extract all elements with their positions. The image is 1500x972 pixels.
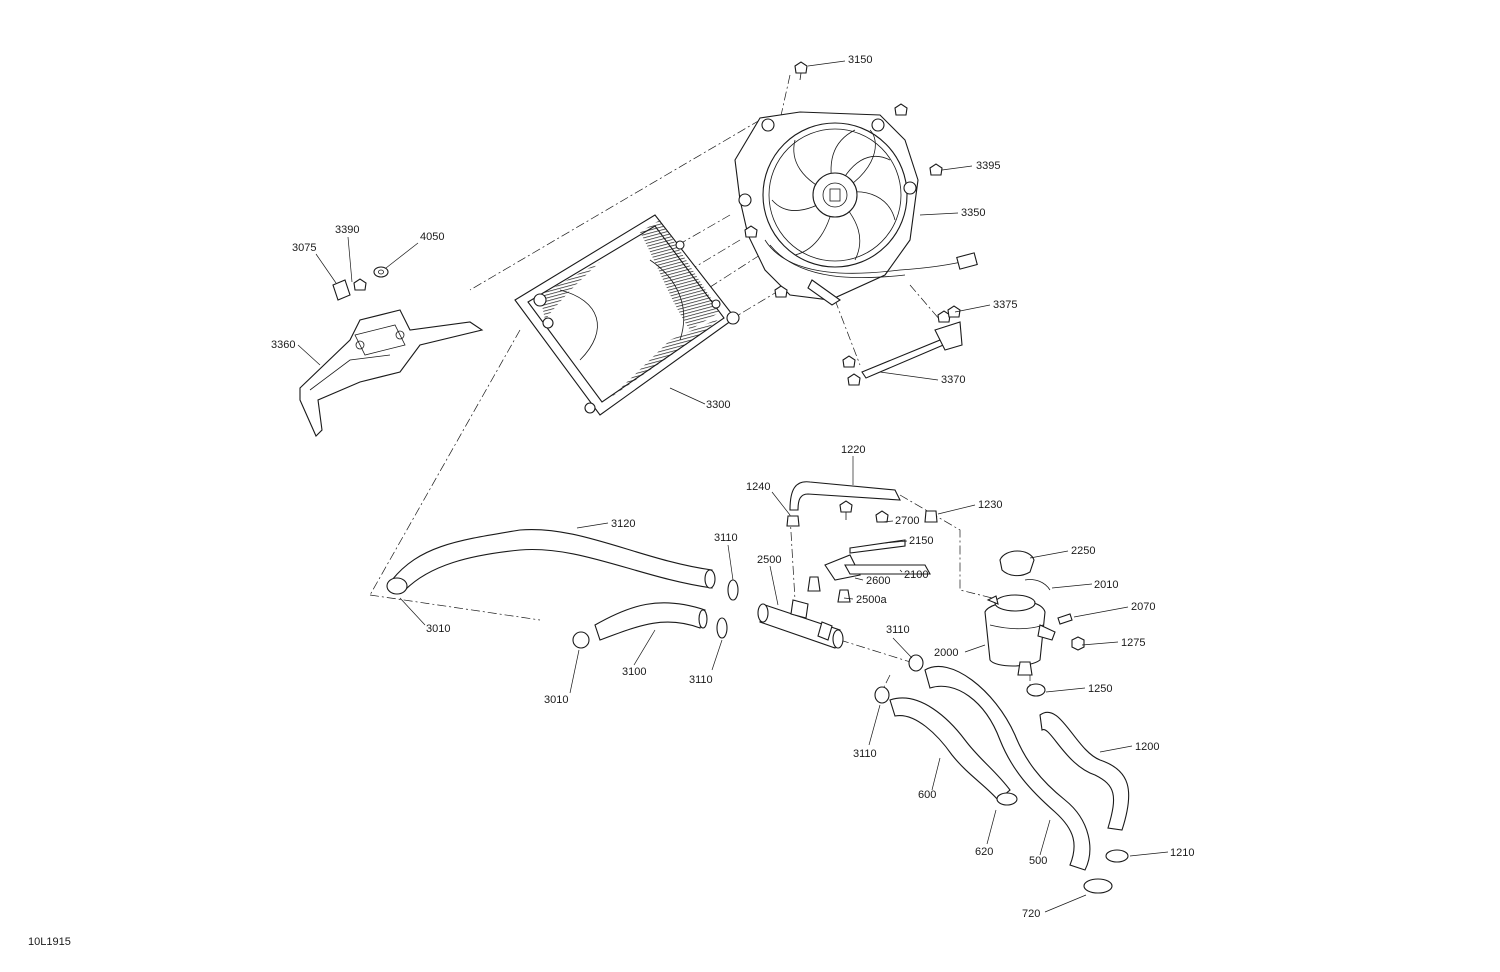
screw-3150: [794, 61, 808, 81]
callout-1220: 1220: [841, 444, 865, 456]
tee-fitting-2500: [757, 599, 844, 649]
hose-1200: [1039, 711, 1130, 831]
callout-3110-top: 3110: [714, 532, 738, 544]
clamp-720: [1083, 878, 1113, 894]
callout-3370: 3370: [941, 374, 965, 386]
hose-500: [924, 665, 1091, 871]
callout-3010-left: 3010: [426, 623, 450, 635]
gasket-2010: [1024, 579, 1051, 591]
screw-3390: [353, 278, 367, 291]
hose-2100: [844, 564, 931, 575]
callout-500: 500: [1029, 855, 1047, 867]
callout-4050: 4050: [420, 231, 444, 243]
callout-2070: 2070: [1131, 601, 1155, 613]
callout-3100: 3100: [622, 666, 646, 678]
callout-2150: 2150: [909, 535, 933, 547]
leader-lines: [297, 60, 1169, 913]
callout-3395: 3395: [976, 160, 1000, 172]
callout-3110-right: 3110: [886, 624, 910, 636]
callout-2700: 2700: [895, 515, 919, 527]
clip-nut-3075: [332, 279, 351, 301]
fittings-2500a: [807, 576, 851, 603]
hose-3120: [386, 528, 716, 595]
mounting-bracket-3360: [299, 309, 484, 437]
hose-1220: [789, 481, 901, 511]
diagram-reference-code: 10L1915: [28, 936, 71, 948]
clamp-1250: [1026, 683, 1046, 697]
fan-assembly: [734, 111, 978, 306]
callout-1230: 1230: [978, 499, 1002, 511]
callout-3375: 3375: [993, 299, 1017, 311]
callout-3350: 3350: [961, 207, 985, 219]
callout-labels: 3150 3395 3350 3375 3370 3300 3390 4050 …: [271, 54, 1194, 920]
clamps-3110: [716, 579, 924, 704]
cap-1240: [786, 515, 800, 527]
callout-2010: 2010: [1094, 579, 1118, 591]
callout-1210: 1210: [1170, 847, 1194, 859]
screw-2070: [1057, 613, 1073, 625]
callout-620: 620: [975, 846, 993, 858]
clamp-620: [996, 792, 1018, 806]
callout-1200: 1200: [1135, 741, 1159, 753]
clamp-1210: [1105, 849, 1129, 863]
callout-2500a: 2500a: [856, 594, 887, 606]
callout-2500: 2500: [757, 554, 781, 566]
radiator: [514, 214, 740, 416]
nut-1275: [1071, 636, 1085, 651]
callout-3110-mid: 3110: [689, 674, 713, 686]
callout-720: 720: [1022, 908, 1040, 920]
callout-1240: 1240: [746, 481, 770, 493]
callout-600: 600: [918, 789, 936, 801]
callout-3390: 3390: [335, 224, 359, 236]
expansion-tank-2000: [984, 594, 1056, 676]
callout-3110-low: 3110: [853, 748, 877, 760]
washer-4050: [373, 266, 389, 278]
cap-1230: [924, 510, 938, 523]
screws-2700: [839, 500, 889, 523]
callout-3120: 3120: [611, 518, 635, 530]
callout-3300: 3300: [706, 399, 730, 411]
hose-3100: [594, 602, 708, 641]
callout-1275: 1275: [1121, 637, 1145, 649]
tank-cap-2250: [999, 550, 1035, 577]
callout-3010-low: 3010: [544, 694, 568, 706]
callout-2100: 2100: [904, 569, 928, 581]
fan-bracket-3370: [842, 305, 963, 386]
callout-3150: 3150: [848, 54, 872, 66]
callout-2250: 2250: [1071, 545, 1095, 557]
callout-1250: 1250: [1088, 683, 1112, 695]
callout-3075: 3075: [292, 242, 316, 254]
callout-2600: 2600: [866, 575, 890, 587]
plug-3010: [572, 631, 590, 649]
callout-2000: 2000: [934, 647, 958, 659]
callout-3360: 3360: [271, 339, 295, 351]
screws-3395: [744, 103, 943, 298]
